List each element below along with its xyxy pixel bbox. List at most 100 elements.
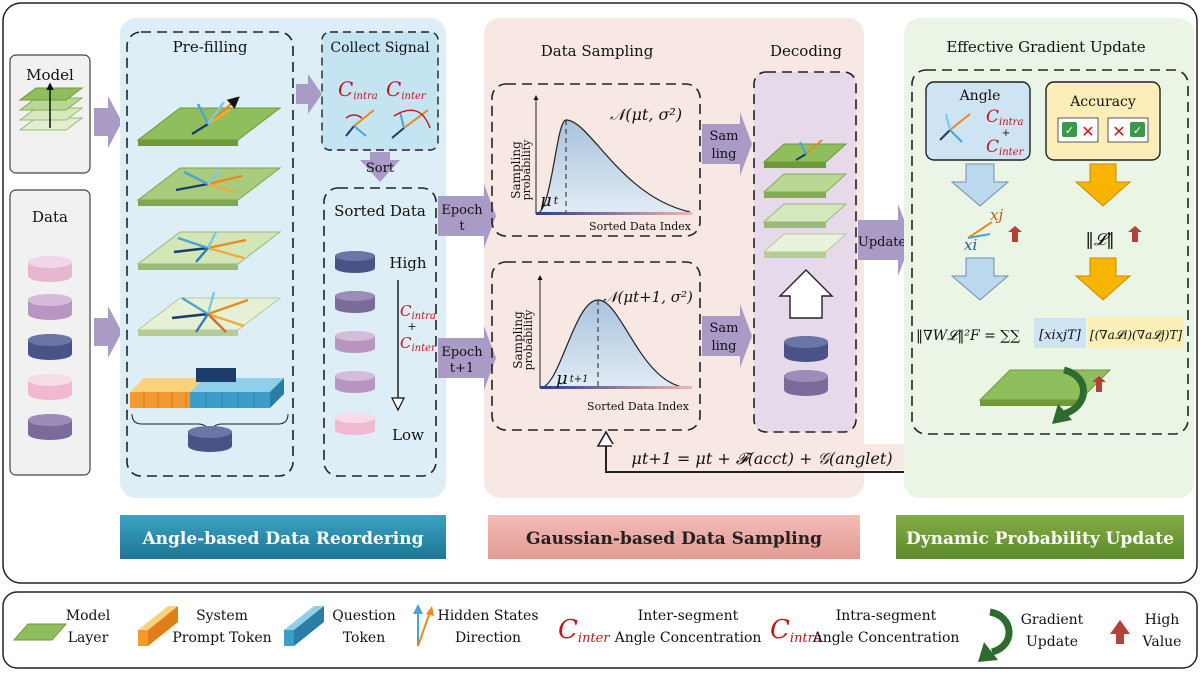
collect-signal-box (321, 31, 439, 151)
svg-text:Sam: Sam (710, 129, 739, 144)
sort-arrow (360, 152, 400, 182)
prefill-layer-stack (136, 96, 282, 336)
svg-text:probability: probability (520, 139, 533, 201)
svg-text:t: t (459, 219, 465, 234)
svg-text:Sorted Data Index: Sorted Data Index (587, 400, 690, 413)
svg-text:✓: ✓ (1065, 124, 1074, 137)
legend-question-token: Question Token (284, 606, 396, 646)
svg-text:Cintra: Cintra (770, 615, 822, 646)
decoding-layers (762, 139, 848, 258)
svg-text:High: High (1145, 612, 1180, 628)
svg-text:probability: probability (522, 309, 535, 371)
svg-text:‖∇W𝓛‖²F = ∑∑: ‖∇W𝓛‖²F = ∑∑ (916, 328, 1020, 344)
mu-update-formula: μt+1 = μt + 𝓕(acct) + 𝒢(anglet) (631, 449, 892, 468)
legend-gradient-update: Gradient Update (978, 608, 1084, 662)
data-input-label: Data (32, 208, 68, 226)
svg-text:Sam: Sam (710, 321, 739, 336)
svg-text:Sampling: Sampling (511, 311, 525, 369)
svg-text:Model: Model (66, 608, 111, 624)
sampling-arrow-t: Sam ling (702, 112, 752, 176)
svg-text:Question: Question (332, 608, 396, 624)
epoch-t1-arrow: Epoch t+1 (438, 326, 496, 390)
cross-icon-2: ✕ (1112, 122, 1125, 141)
gaussian-plot-t1: Sampling probability Sorted Data Index μ… (491, 261, 701, 431)
reorder-banner-text: Angle-based Data Reordering (141, 529, 423, 549)
c-intra-label: Cintra (338, 77, 378, 102)
svg-text:𝒩(μt, σ²): 𝒩(μt, σ²) (610, 105, 682, 124)
high-label: High (389, 254, 426, 272)
svg-text:Cinter: Cinter (558, 615, 610, 646)
svg-text:✓: ✓ (1133, 124, 1142, 137)
update-arrow: Update (858, 204, 912, 276)
legend-frame (2, 591, 1198, 669)
feedback-loop: μt+1 = μt + 𝓕(acct) + 𝒢(anglet) (596, 430, 1065, 473)
svg-text:Angle: Angle (959, 88, 1001, 104)
svg-text:Accuracy: Accuracy (1069, 94, 1136, 110)
high-low-arrowhead (391, 397, 405, 412)
svg-text:t+1: t+1 (450, 361, 474, 376)
legend-c-intra: Cintra Intra-segment Angle Concentration (770, 608, 959, 646)
c-inter-label: Cinter (386, 77, 427, 102)
reorder-banner (120, 515, 446, 559)
gradient-formula: ‖∇W𝓛‖²F = ∑∑ [xixjT] [(∇a𝓛i)(∇a𝓛j)T] (916, 318, 1184, 348)
accuracy-box: Accuracy ✓ ✕ ✕ ✓ (1045, 81, 1161, 161)
data-input-box: Data (9, 189, 91, 476)
svg-text:Epoch: Epoch (441, 345, 483, 360)
xi-xj-vectors: xj xi (964, 206, 1003, 254)
data-cylinders (28, 256, 72, 440)
sorted-cylinders (335, 251, 375, 435)
sorted-plus: + (407, 320, 416, 333)
gaussian-plot-t: Sampling probability Sorted Data Index μ… (491, 83, 701, 237)
arrow-model-to-prefill (94, 96, 122, 148)
svg-text:Hidden States: Hidden States (437, 608, 538, 624)
model-input-box: Model (9, 54, 91, 174)
svg-text:Epoch: Epoch (441, 203, 483, 218)
decoding-up-arrow (778, 269, 834, 319)
update-title: Effective Gradient Update (946, 38, 1145, 56)
model-input-label: Model (26, 66, 74, 84)
angle-box: Angle Cintra + Cinter (925, 81, 1031, 161)
svg-text:Cintra: Cintra (986, 107, 1023, 128)
svg-text:Sorted Data Index: Sorted Data Index (589, 220, 692, 233)
prefilling-title: Pre-filling (173, 38, 248, 56)
collect-signal-icons (345, 109, 431, 139)
low-label: Low (392, 426, 424, 444)
cross-icon: ✕ (1081, 122, 1094, 141)
prefill-layer-1 (136, 96, 282, 146)
svg-text:Update: Update (1026, 634, 1078, 650)
decoding-title: Decoding (770, 42, 842, 60)
svg-text:𝒩(μt+1, σ²): 𝒩(μt+1, σ²) (603, 288, 693, 306)
svg-text:ling: ling (711, 147, 736, 162)
svg-text:Layer: Layer (68, 630, 109, 646)
data-sampling-title: Data Sampling (541, 42, 654, 60)
collect-signal-title: Collect Signal (330, 40, 430, 56)
svg-text:Value: Value (1142, 634, 1182, 650)
svg-text:Gradient: Gradient (1021, 612, 1084, 628)
svg-text:[xixjT]: [xixjT] (1039, 328, 1082, 343)
svg-text:Angle Concentration: Angle Concentration (614, 630, 762, 646)
svg-text:ling: ling (711, 339, 736, 354)
sorted-c-inter: Cinter (400, 334, 437, 354)
sorted-data-box (323, 187, 437, 477)
prefill-layer-3 (136, 231, 282, 270)
svg-text:Cinter: Cinter (986, 137, 1025, 158)
angle-down-arrow-2 (950, 257, 1010, 301)
check-icon-2 (1130, 122, 1145, 137)
svg-text:+: + (1002, 128, 1010, 139)
sampling-banner-text: Gaussian-based Data Sampling (526, 529, 822, 549)
legend-high-value: High Value (1110, 612, 1181, 650)
gradient-update-icon (1062, 366, 1087, 418)
legend-c-inter: Cinter Inter-segment Angle Concentration (558, 608, 761, 646)
update-banner-text: Dynamic Probability Update (906, 529, 1174, 549)
svg-text:Token: Token (343, 630, 385, 646)
epoch-t-arrow: Epoch t (438, 184, 496, 248)
high-value-icon-layer (1092, 376, 1106, 392)
angle-down-arrow-1 (950, 163, 1010, 207)
accuracy-down-arrow-2 (1074, 257, 1132, 301)
prefill-layer-4 (136, 291, 282, 336)
svg-text:Direction: Direction (455, 630, 521, 646)
sampling-arrow-t1: Sam ling (702, 304, 752, 368)
high-value-icon-angle (1008, 226, 1022, 242)
